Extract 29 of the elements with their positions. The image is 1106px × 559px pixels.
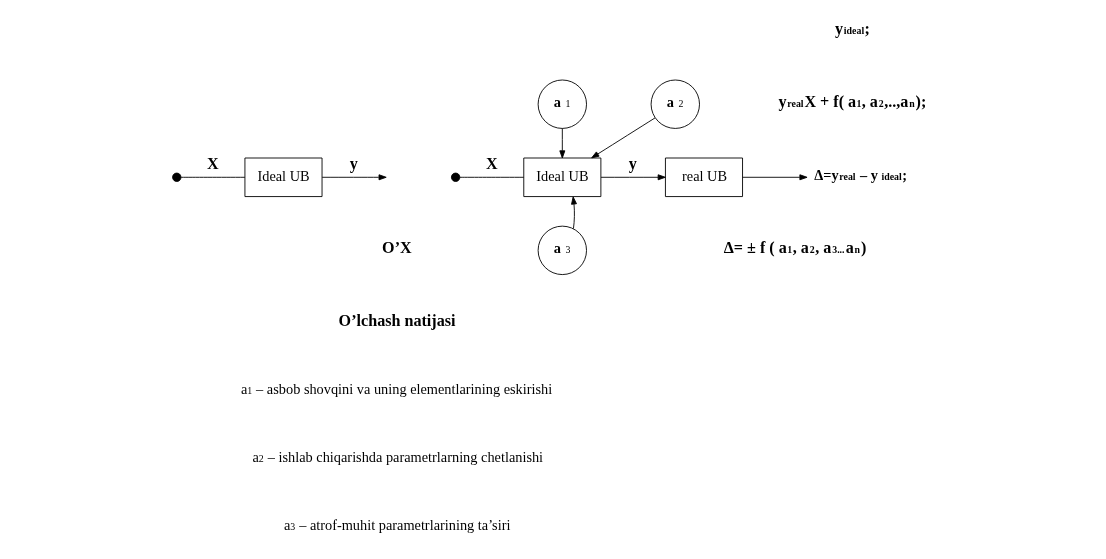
label: O’lchash natijasi [338, 312, 456, 330]
node-box: Ideal UB [243, 157, 322, 197]
arrow [558, 128, 565, 159]
arrow [590, 117, 656, 159]
label: O’X [381, 239, 412, 257]
node-circle: a 2 [650, 79, 700, 129]
arrow [741, 174, 807, 181]
label: Δ= ± f ( a1, a2, a3...an) [723, 239, 866, 257]
node-box: Ideal UB [522, 157, 601, 197]
node-circle: a 3 [537, 225, 587, 275]
label: a2 – ishlab chiqarishda parametrlarning chetlanishi [252, 449, 543, 466]
label: yrealX + f( a1, a2,..,an); [777, 93, 926, 111]
edge-label: X [206, 154, 219, 172]
label: yideal; [834, 20, 870, 38]
edge-label: X [485, 154, 498, 172]
arrow [570, 196, 577, 230]
edge-label: y [349, 154, 358, 172]
label: a3 – atrof-muhit parametrlarining ta’siri [283, 517, 510, 534]
edge-label: y [628, 154, 637, 172]
node-circle: a 1 [537, 79, 587, 129]
arrow [321, 174, 387, 181]
node-box: real UB [664, 157, 743, 197]
label: a1 – asbob shovqini va uning elementlarining eskirishi [240, 381, 552, 398]
connector [459, 176, 524, 178]
node-circle [450, 172, 460, 182]
node-text: Δ=yreal – y ideal; [813, 166, 907, 183]
connector [180, 176, 245, 178]
arrow [600, 174, 666, 181]
node-circle [171, 172, 181, 182]
